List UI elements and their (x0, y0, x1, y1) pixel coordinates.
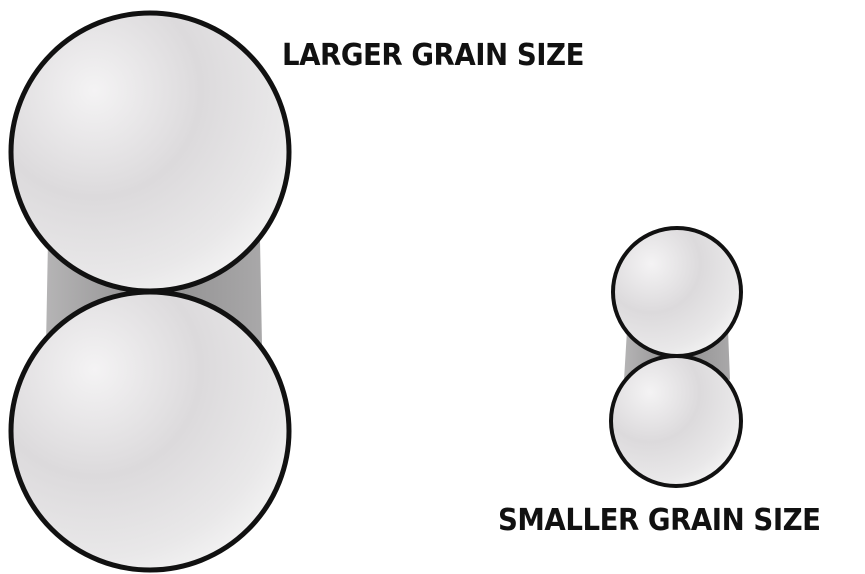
small-grain-bottom (611, 356, 741, 486)
smaller-grain-size-label: SMALLER GRAIN SIZE (498, 503, 821, 538)
larger-grain-size-label: LARGER GRAIN SIZE (282, 38, 584, 73)
large-grain-pair (11, 13, 289, 570)
large-grain-bottom (11, 292, 289, 570)
small-grain-top (613, 228, 741, 356)
small-grain-pair (611, 228, 741, 486)
large-grain-top (11, 13, 289, 291)
